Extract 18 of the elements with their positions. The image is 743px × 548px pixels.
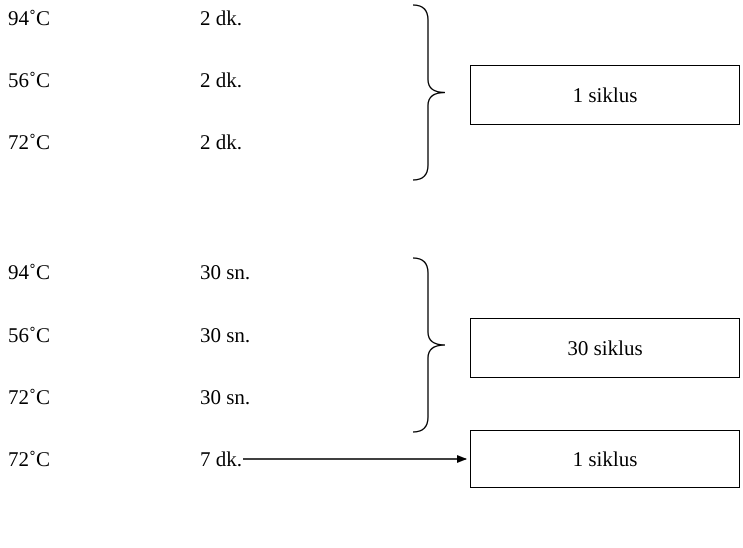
cycle-box: 30 siklus [470,318,740,378]
duration-label: 30 sn. [200,385,250,409]
duration-label: 2 dk. [200,68,242,92]
temperature-label: 72˚C [8,447,50,471]
temperature-label: 72˚C [8,385,50,409]
temperature-label: 94˚C [8,6,50,30]
duration-label: 2 dk. [200,6,242,30]
temperature-label: 72˚C [8,130,50,154]
duration-label: 2 dk. [200,130,242,154]
cycle-box: 1 siklus [470,65,740,125]
temperature-label: 56˚C [8,68,50,92]
duration-label: 30 sn. [200,323,250,347]
duration-label: 7 dk. [200,447,242,471]
cycle-box: 1 siklus [470,430,740,488]
arrow [243,455,467,463]
temperature-label: 56˚C [8,323,50,347]
duration-label: 30 sn. [200,260,250,284]
temperature-label: 94˚C [8,260,50,284]
